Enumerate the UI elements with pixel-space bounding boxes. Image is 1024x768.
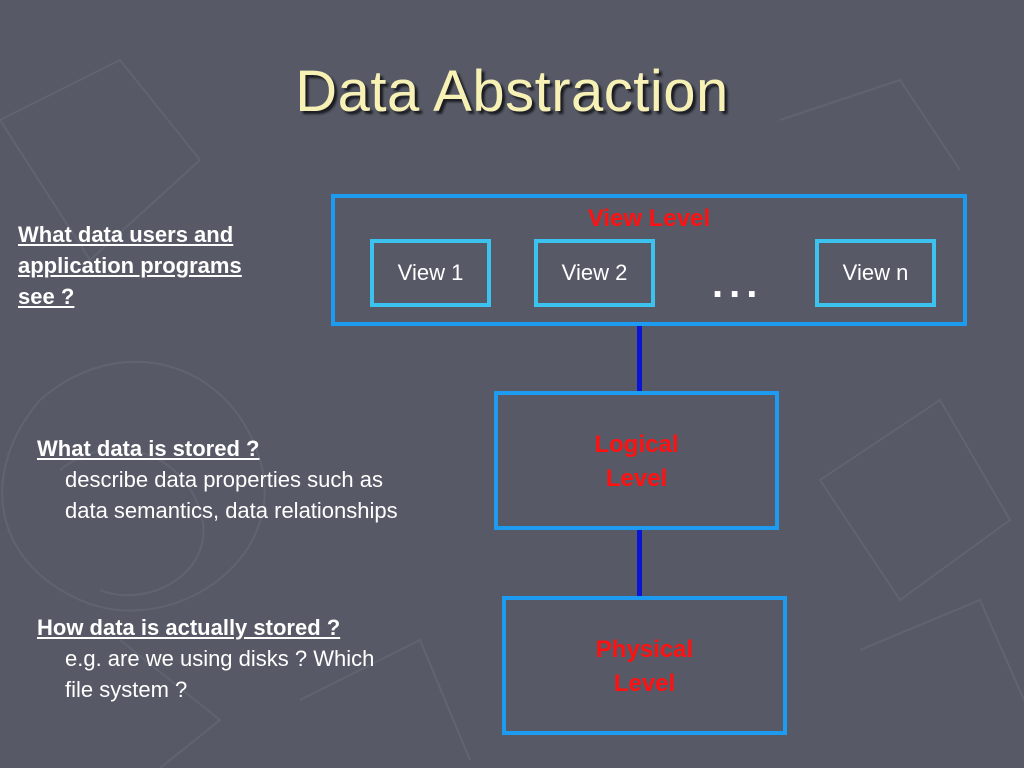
physical-note-body-line1: e.g. are we using disks ? Which	[65, 646, 375, 671]
logical-note-body-line2: data semantics, data relationships	[65, 498, 398, 523]
views-ellipsis: ...	[712, 262, 764, 306]
physical-note-body-line2: file system ?	[65, 677, 188, 702]
physical-level-label-line1: Physical	[595, 636, 694, 663]
logical-level-note: What data is stored ? describe data prop…	[37, 433, 398, 526]
physical-level-box	[502, 596, 787, 735]
logical-note-body-line1: describe data properties such as	[65, 467, 383, 492]
view-note-line2: application programs	[18, 253, 242, 278]
view-note-line1: What data users and	[18, 222, 234, 247]
logical-level-label: Logical Level	[494, 428, 779, 496]
view-level-note: What data users and application programs…	[18, 219, 242, 312]
view-level-box	[331, 194, 967, 326]
view-note-line3: see ?	[18, 284, 75, 309]
logical-level-label-line1: Logical	[594, 431, 679, 458]
slide-title: Data Abstraction	[295, 59, 729, 124]
view-n-box: View n	[815, 239, 936, 307]
view-level-label: View Level	[587, 205, 711, 232]
physical-level-label-line2: Level	[613, 670, 676, 697]
logical-level-label-line2: Level	[605, 465, 668, 492]
view-1-box: View 1	[370, 239, 491, 307]
view-2-box: View 2	[534, 239, 655, 307]
physical-level-label: Physical Level	[502, 633, 787, 701]
logical-note-heading: What data is stored ?	[37, 436, 260, 461]
view-logical-connector	[637, 326, 642, 392]
physical-note-heading: How data is actually stored ?	[37, 615, 341, 640]
physical-level-note: How data is actually stored ? e.g. are w…	[37, 612, 374, 705]
logical-level-box	[494, 391, 779, 530]
logical-physical-connector	[637, 529, 642, 597]
